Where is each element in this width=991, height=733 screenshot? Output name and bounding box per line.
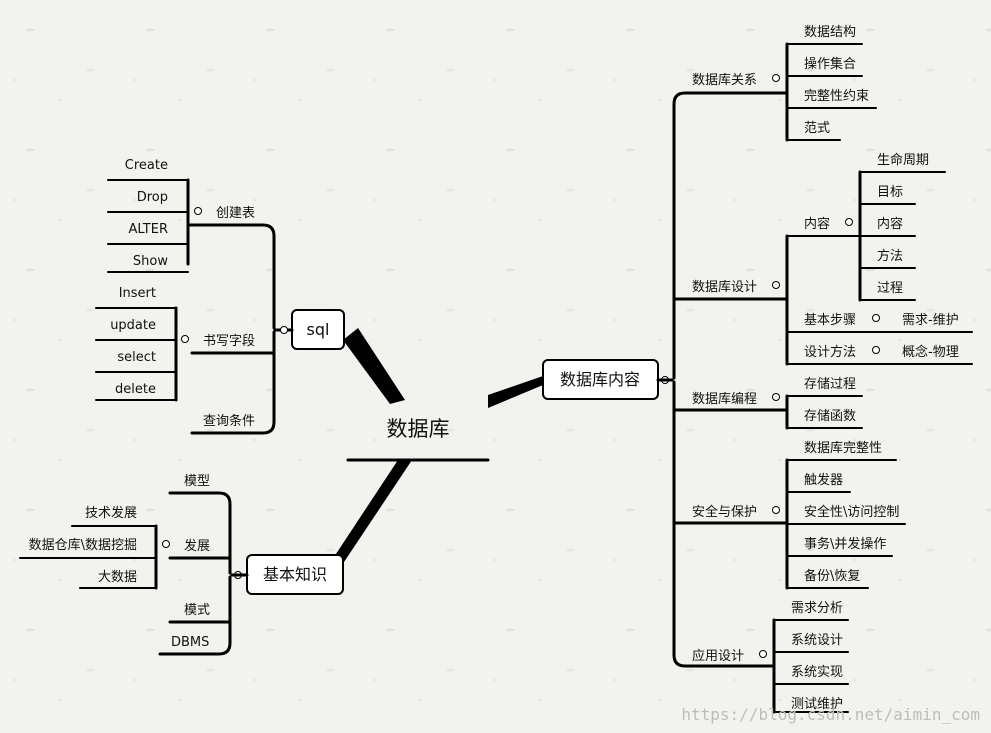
development-items: 技术发展 数据仓库\数据挖掘 大数据 — [19, 505, 157, 589]
security-items: 数据库完整性 触发器 安全性\访问控制 事务\并发操作 备份\恢复 — [786, 440, 906, 589]
node-development-label: 发展 — [184, 538, 210, 554]
branch-basics: 基本知识 模型 发展 技术发展 数据仓库\数据挖掘 大数据 模式 DBMS — [19, 474, 344, 656]
node-model[interactable]: 模型 — [184, 474, 210, 489]
collapse-toggle-security[interactable] — [772, 506, 780, 514]
leaf-concept-physical[interactable]: 概念-物理 — [902, 344, 959, 360]
collapse-toggle-basic-steps[interactable] — [872, 314, 880, 322]
watermark: https://blog.csdn.net/aimin_com — [681, 705, 980, 724]
collapse-toggle-development[interactable] — [162, 540, 170, 548]
node-design-content-label: 内容 — [804, 216, 830, 232]
center-topic[interactable]: 数据库 — [346, 417, 490, 462]
node-design-label: 数据库设计 — [692, 279, 757, 295]
node-design-method-label: 设计方法 — [804, 344, 856, 360]
connector-center-basics — [332, 460, 412, 568]
node-security-label: 安全与保护 — [692, 504, 757, 520]
write-fields-items: Insert update select delete — [95, 286, 177, 401]
node-basic-steps-label: 基本步骤 — [804, 313, 856, 328]
leaf-data-structure[interactable]: 数据结构 — [804, 25, 856, 40]
leaf-drop[interactable]: Drop — [137, 190, 168, 205]
node-programming-label: 数据库编程 — [692, 391, 757, 407]
connector-center-content — [488, 376, 543, 408]
leaf-stored-procedure[interactable]: 存储过程 — [804, 377, 856, 392]
branch-content: 数据库内容 数据库关系 数据结构 操作集合 完整性约束 范式 数据库设计 内容 — [542, 25, 973, 714]
leaf-delete[interactable]: delete — [115, 382, 156, 397]
leaf-db-integrity[interactable]: 数据库完整性 — [804, 440, 882, 456]
leaf-data-warehouse[interactable]: 数据仓库\数据挖掘 — [29, 537, 137, 553]
leaf-access-control[interactable]: 安全性\访问控制 — [804, 504, 899, 520]
node-pattern[interactable]: 模式 — [184, 603, 210, 618]
center-topic-label: 数据库 — [387, 417, 450, 441]
relations-items: 数据结构 操作集合 完整性约束 范式 — [786, 25, 877, 141]
leaf-create[interactable]: Create — [125, 158, 168, 173]
node-write-fields-label: 书写字段 — [203, 334, 255, 349]
leaf-insert[interactable]: Insert — [119, 286, 156, 301]
create-table-items: Create Drop ALTER Show — [107, 158, 189, 273]
leaf-life-cycle[interactable]: 生命周期 — [877, 152, 929, 168]
leaf-requirements-analysis[interactable]: 需求分析 — [791, 601, 843, 616]
branch-sql: sql 创建表 Create Drop ALTER Show 书写字段 — [95, 158, 345, 435]
node-sql-label: sql — [307, 320, 330, 339]
node-content-label: 数据库内容 — [560, 370, 640, 389]
leaf-stored-function[interactable]: 存储函数 — [804, 409, 856, 424]
leaf-update[interactable]: update — [110, 318, 156, 333]
connector-center-sql — [343, 328, 405, 404]
leaf-select[interactable]: select — [117, 350, 156, 365]
leaf-integrity-constraint[interactable]: 完整性约束 — [804, 89, 869, 104]
collapse-toggle-write-fields[interactable] — [181, 335, 189, 343]
leaf-requirements-maintenance[interactable]: 需求-维护 — [902, 313, 959, 328]
leaf-backup-restore[interactable]: 备份\恢复 — [804, 568, 860, 584]
leaf-trigger[interactable]: 触发器 — [804, 472, 843, 488]
leaf-system-implementation[interactable]: 系统实现 — [791, 665, 843, 680]
node-relations-label: 数据库关系 — [692, 72, 757, 88]
leaf-transaction[interactable]: 事务\并发操作 — [804, 536, 886, 552]
collapse-toggle-design[interactable] — [772, 281, 780, 289]
collapse-toggle-relations[interactable] — [772, 74, 780, 82]
collapse-toggle-design-method[interactable] — [872, 346, 880, 354]
node-application-label: 应用设计 — [692, 648, 744, 664]
leaf-method[interactable]: 方法 — [877, 248, 903, 264]
leaf-normal-form[interactable]: 范式 — [804, 121, 830, 136]
node-create-table-label: 创建表 — [216, 206, 255, 221]
leaf-alter[interactable]: ALTER — [128, 222, 168, 237]
design-content-items: 生命周期 目标 内容 方法 过程 — [859, 152, 946, 301]
leaf-process[interactable]: 过程 — [877, 281, 903, 296]
node-query-label[interactable]: 查询条件 — [203, 413, 255, 429]
leaf-content[interactable]: 内容 — [877, 216, 903, 232]
collapse-toggle-programming[interactable] — [772, 393, 780, 401]
leaf-big-data[interactable]: 大数据 — [98, 570, 137, 585]
collapse-toggle-design-content[interactable] — [845, 218, 853, 226]
leaf-show[interactable]: Show — [133, 254, 168, 269]
collapse-toggle-sql[interactable] — [280, 326, 288, 334]
collapse-toggle-application[interactable] — [759, 650, 767, 658]
node-dbms[interactable]: DBMS — [171, 635, 209, 650]
collapse-toggle-create-table[interactable] — [194, 207, 202, 215]
leaf-tech-development[interactable]: 技术发展 — [85, 505, 137, 521]
application-items: 需求分析 系统设计 系统实现 测试维护 — [773, 601, 849, 713]
leaf-test-maintenance[interactable]: 测试维护 — [791, 697, 843, 712]
leaf-goal[interactable]: 目标 — [877, 185, 903, 200]
leaf-operation-set[interactable]: 操作集合 — [804, 56, 856, 72]
leaf-system-design[interactable]: 系统设计 — [791, 633, 843, 648]
node-basics-label: 基本知识 — [263, 565, 327, 584]
programming-items: 存储过程 存储函数 — [786, 377, 863, 429]
